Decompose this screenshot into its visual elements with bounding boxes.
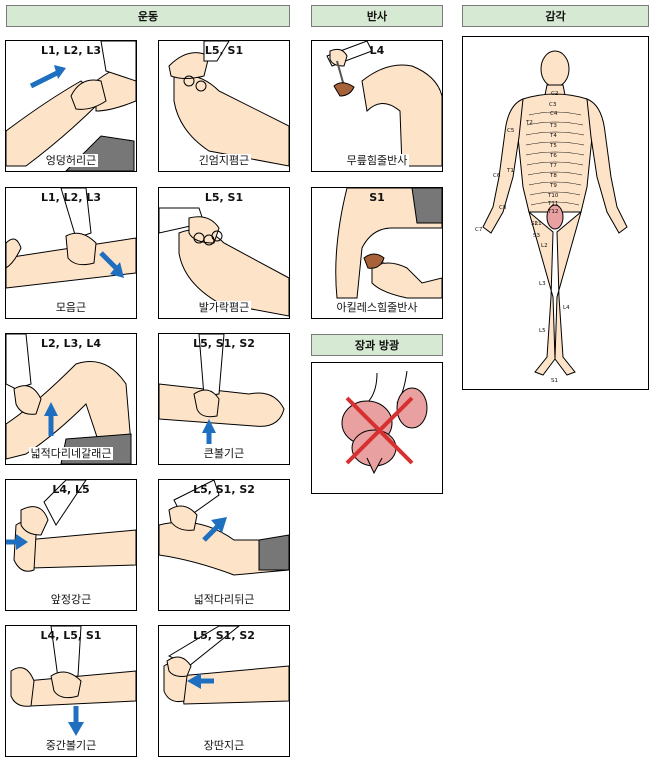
reflex-levels: S1 — [369, 191, 385, 204]
dermatome-label: T2 — [525, 120, 533, 126]
toe-extension-illustration — [159, 207, 289, 317]
motor-card-gluteus-maximus: L5, S1, S2 큰볼기근 — [158, 333, 290, 465]
great-toe-extension-illustration — [168, 41, 289, 167]
motor-levels: L5, S1 — [204, 191, 244, 204]
hip-extension-illustration — [159, 334, 285, 444]
muscle-name: 모음근 — [53, 301, 89, 314]
reflex-card-patellar: L4 무릎힘줄반사 — [311, 40, 443, 172]
muscle-name: 넓적다리뒤근 — [191, 593, 257, 606]
motor-levels: L2, L3, L4 — [40, 337, 101, 350]
motor-card-toe-extensors: L5, S1 발가락폄근 — [158, 187, 290, 319]
motor-levels: L5, S1, S2 — [193, 337, 255, 350]
dermatome-label: T5 — [549, 143, 557, 149]
reflex-name: 무릎힘줄반사 — [344, 154, 410, 167]
dermatome-label: T12 — [547, 209, 558, 215]
dermatome-label: C8 — [499, 205, 507, 211]
muscle-name: 앞정강근 — [48, 593, 94, 606]
motor-card-iliopsoas: L1, L2, L3 엉덩허리근 — [5, 40, 137, 172]
muscle-name: 긴엄지폄근 — [196, 154, 252, 167]
motor-levels: L4, L5, S1 — [40, 629, 102, 642]
plantar-flexion-illustration — [163, 626, 289, 705]
reflex-levels: L4 — [369, 44, 385, 57]
dermatome-label: C5 — [507, 128, 515, 134]
dermatome-label: L1 — [535, 221, 542, 227]
motor-header: 운동 — [6, 5, 290, 27]
knee-flexion-illustration — [159, 480, 289, 576]
dermatome-label: C3 — [549, 102, 557, 108]
reflex-card-achilles: S1 아킬레스힘줄반사 — [311, 187, 443, 319]
motor-card-ehl: L5, S1 긴엄지폄근 — [158, 40, 290, 172]
dermatome-label: T7 — [549, 163, 557, 169]
muscle-name: 넓적다리네갈래근 — [28, 447, 114, 460]
dermatome-map: C2 C3 C4 C5 C6 C7 C8 T1 T2 T3 T4 T5 T6 T… — [462, 36, 649, 390]
dermatome-label: S1 — [551, 378, 558, 384]
dermatome-label: S3 — [533, 233, 540, 239]
muscle-name: 엉덩허리근 — [43, 154, 99, 167]
muscle-name: 발가락폄근 — [196, 301, 252, 314]
motor-levels: L5, S1, S2 — [193, 629, 255, 642]
bowel-bladder-card — [311, 362, 443, 494]
dermatome-label: T3 — [549, 123, 557, 129]
motor-levels: L5, S1 — [204, 44, 244, 57]
dermatome-label: L3 — [539, 281, 546, 287]
dermatome-label: C2 — [551, 91, 558, 97]
patellar-reflex-illustration — [326, 41, 442, 167]
reflex-header: 반사 — [311, 5, 443, 27]
pelvic-organs-illustration — [341, 370, 428, 475]
bowel-bladder-header: 장과 방광 — [311, 334, 443, 356]
hip-abduction-illustration — [10, 626, 136, 736]
dermatome-label: T1 — [506, 168, 514, 174]
dermatome-label: T9 — [549, 183, 557, 189]
muscle-name: 중간볼기근 — [43, 739, 99, 752]
dermatome-label: L2 — [541, 243, 548, 249]
motor-levels: L5, S1, S2 — [193, 483, 255, 496]
motor-card-tibialis-anterior: L4, L5 앞정강근 — [5, 479, 137, 611]
motor-card-quadriceps: L2, L3, L4 넓적다리네갈래근 — [5, 333, 137, 465]
motor-levels: L4, L5 — [52, 483, 90, 496]
muscle-name: 큰볼기근 — [201, 447, 247, 460]
motor-card-hamstrings: L5, S1, S2 넓적다리뒤근 — [158, 479, 290, 611]
dermatome-label: C7 — [475, 227, 483, 233]
dermatome-label: C6 — [493, 173, 501, 179]
dermatome-label: T6 — [549, 153, 557, 159]
dermatome-label: T11 — [547, 201, 558, 207]
sensory-header: 감각 — [462, 5, 649, 27]
dermatome-label: S2 — [531, 221, 538, 227]
muscle-name: 장딴지근 — [201, 739, 247, 752]
dermatome-label: T8 — [549, 173, 557, 179]
dermatome-label: T10 — [547, 193, 559, 199]
dermatome-label: C4 — [550, 111, 558, 117]
motor-card-gluteus-medius: L4, L5, S1 중간볼기근 — [5, 625, 137, 757]
dermatome-body-illustration: C2 C3 C4 C5 C6 C7 C8 T1 T2 T3 T4 T5 T6 T… — [475, 50, 628, 384]
dermatome-label: T4 — [549, 133, 557, 139]
dermatome-label: L4 — [563, 305, 570, 311]
hip-flexion-illustration — [6, 41, 136, 171]
dermatome-label: L5 — [539, 328, 546, 334]
hip-adduction-illustration — [6, 188, 136, 289]
motor-levels: L1, L2, L3 — [40, 191, 101, 204]
ankle-dorsiflexion-illustration — [6, 480, 136, 572]
motor-card-adductors: L1, L2, L3 모음근 — [5, 187, 137, 319]
reflex-name: 아킬레스힘줄반사 — [334, 301, 420, 314]
motor-card-gastrocnemius: L5, S1, S2 장딴지근 — [158, 625, 290, 757]
motor-levels: L1, L2, L3 — [40, 44, 101, 57]
achilles-reflex-illustration — [335, 188, 442, 299]
